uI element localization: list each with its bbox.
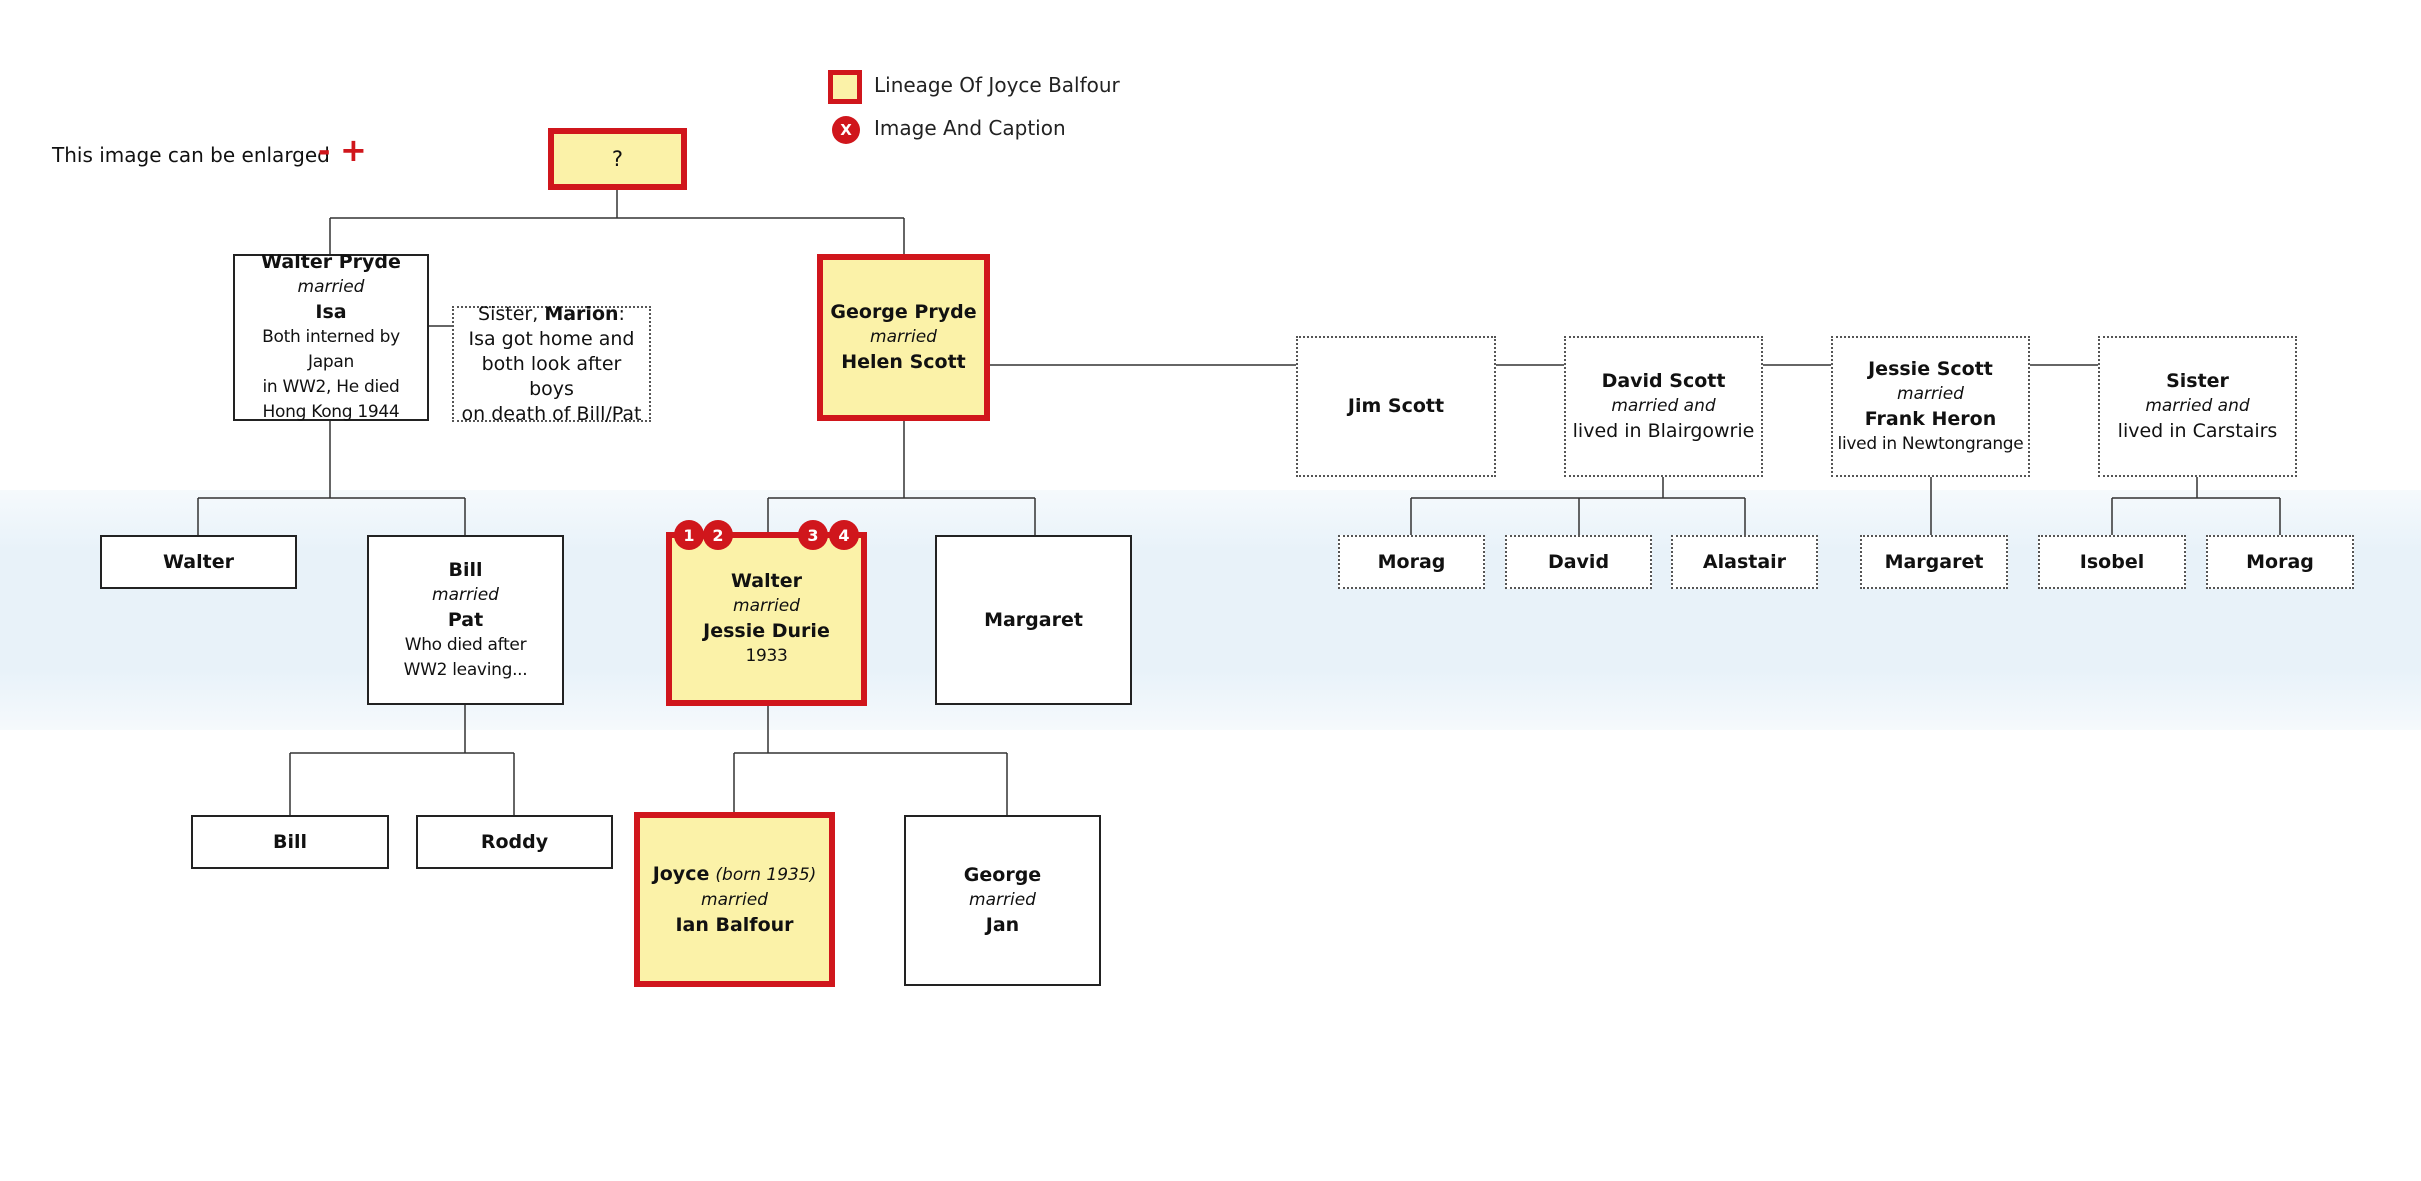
zoom-in-button[interactable]: + [340,131,367,169]
margaret-heron-node[interactable]: Margaret [1860,535,2008,589]
node-name: Morag [1377,550,1446,573]
david-scott-node[interactable]: David Scott married and lived in Blairgo… [1564,336,1763,477]
node-note: lived in Blairgowrie [1572,420,1755,442]
note-line: on death of Bill/Pat [461,402,642,425]
walter-jessie-node[interactable]: Walter married Jessie Durie 1933 [666,532,867,706]
walter-pryde-node[interactable]: Walter Pryde married Isa Both interned b… [233,251,429,422]
zoom-out-button[interactable]: - [318,134,331,169]
node-spouse: Jessie Durie [703,620,830,642]
caption-badge-1[interactable]: 1 [674,520,704,550]
node-name: Alastair [1702,550,1787,573]
node-relation: married [701,889,768,910]
node-name: Jessie Scott [1868,357,1993,380]
lineage-legend-label: Lineage Of Joyce Balfour [874,73,1120,97]
node-name: Sister [2166,370,2229,392]
caption-badge-4[interactable]: 4 [829,520,859,550]
node-name: Morag [2246,550,2314,573]
node-spouse: Ian Balfour [675,913,794,936]
node-name: David [1547,550,1610,573]
node-name: Walter Pryde [261,251,401,273]
node-spouse: Helen Scott [841,351,966,373]
node-label: ? [611,146,624,171]
unknown-ancestor-node[interactable]: ? [548,128,687,190]
enlarge-hint: This image can be enlarged [52,143,330,167]
isobel-node[interactable]: Isobel [2038,535,2186,589]
node-relation: married [969,890,1036,910]
marion-note-node[interactable]: Sister, Marion: Isa got home and both lo… [452,302,651,425]
node-relation: married [870,327,937,347]
node-spouse: Isa [315,301,347,323]
node-relation: married [1897,383,1964,404]
node-name: David Scott [1601,370,1726,392]
walter-child-node[interactable]: Walter [100,535,297,589]
note-name: Marion [544,302,619,325]
node-relation: married [297,277,365,297]
node-name: Margaret [1884,550,1984,573]
node-name: George Pryde [830,301,977,323]
node-note: Who died after [404,634,527,655]
caption-badge-2[interactable]: 2 [703,520,733,550]
jim-scott-node[interactable]: Jim Scott [1296,336,1496,477]
node-name: Bill [272,830,308,853]
node-note: lived in Carstairs [2117,420,2278,442]
node-relation: married [733,596,800,616]
caption-badge-3[interactable]: 3 [798,520,828,550]
node-name: Isobel [2079,550,2145,573]
node-relation: married [432,584,499,605]
node-spouse: Frank Heron [1864,407,1997,430]
bill-pat-node[interactable]: Bill married Pat Who died after WW2 leav… [367,535,564,705]
node-name: Walter [731,570,802,592]
node-relation: married and [2145,396,2250,416]
note-line: both look after boys [481,352,622,400]
node-note: Both interned by Japan [262,327,400,372]
node-note: in WW2, He died [262,377,400,397]
node-spouse: Jan [985,914,1020,936]
lineage-legend-swatch [828,70,862,104]
jessie-scott-node[interactable]: Jessie Scott married Frank Heron lived i… [1831,336,2030,477]
note-line: Isa got home and [468,327,635,350]
george-jan-node[interactable]: George married Jan [904,815,1101,986]
alastair-node[interactable]: Alastair [1671,535,1818,589]
morag-sister-node[interactable]: Morag [2206,535,2354,589]
node-spouse: Pat [447,608,484,631]
node-relation: married and [1611,396,1716,416]
morag-node[interactable]: Morag [1338,535,1485,589]
node-born: (born 1935) [715,864,817,885]
caption-legend-label: Image And Caption [874,116,1066,140]
node-name: Jim Scott [1347,395,1445,417]
roddy-node[interactable]: Roddy [416,815,613,869]
george-pryde-node[interactable]: George Pryde married Helen Scott [817,254,990,421]
node-name: George [963,864,1042,886]
node-year: 1933 [745,646,788,666]
node-note: lived in Newtongrange [1837,433,2024,454]
note-prefix: Sister, [478,302,539,325]
note-suffix: : [618,302,625,325]
margaret-node[interactable]: Margaret [935,535,1132,705]
sister-node[interactable]: Sister married and lived in Carstairs [2098,336,2297,477]
joyce-balfour-node[interactable]: Joyce (born 1935) married Ian Balfour [634,812,835,987]
bill-child-node[interactable]: Bill [191,815,389,869]
node-name: Roddy [480,830,549,853]
node-name: Walter [163,550,234,573]
node-name: Margaret [984,608,1083,631]
david-node[interactable]: David [1505,535,1652,589]
node-note: WW2 leaving... [403,659,528,680]
caption-legend-icon: X [832,116,860,144]
node-note: Hong Kong 1944 [262,402,400,422]
node-name: Joyce [652,862,710,885]
node-name: Bill [448,558,483,581]
